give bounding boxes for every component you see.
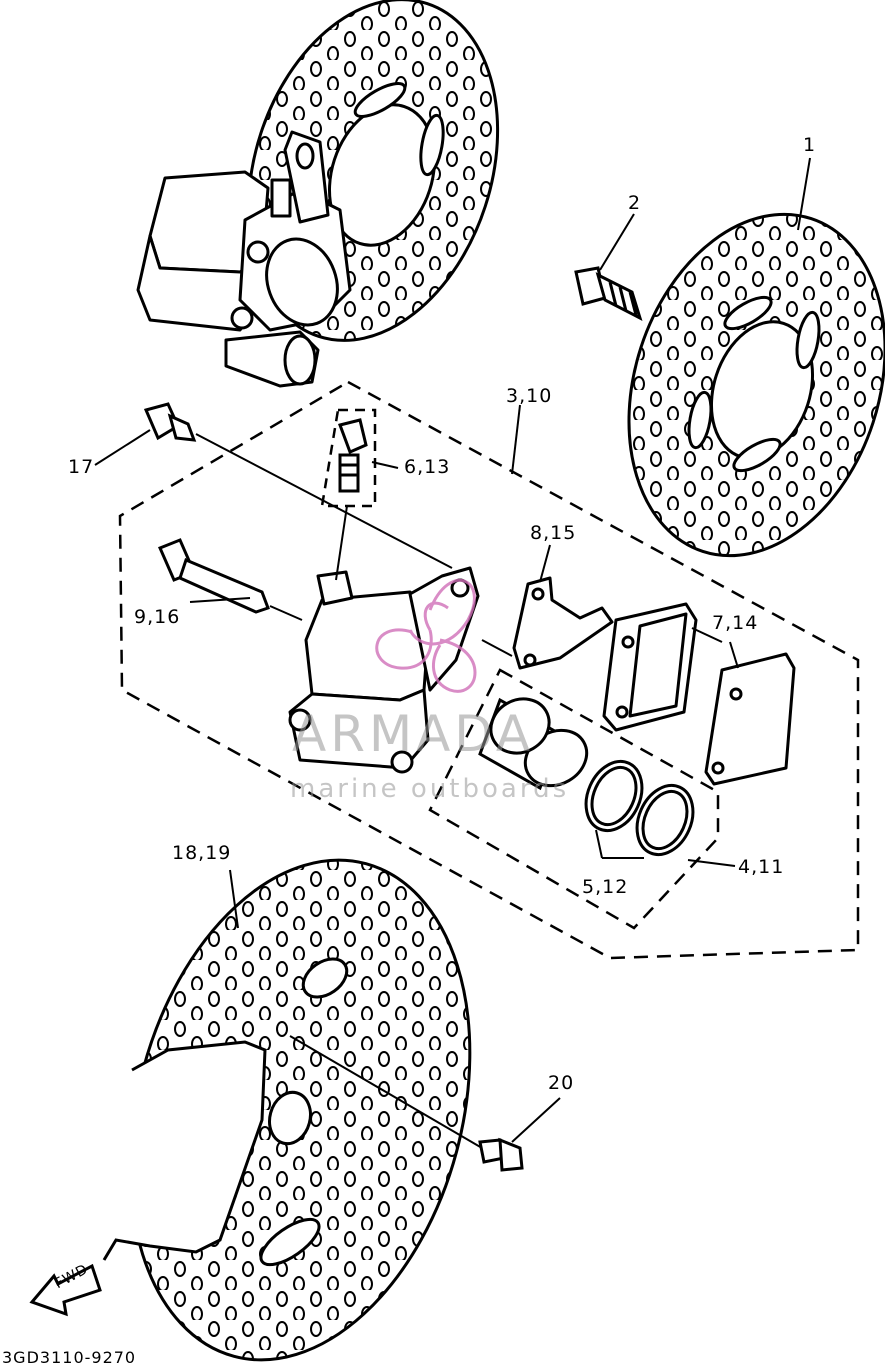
caliper-mounting-bolt bbox=[143, 402, 197, 442]
disc-protector bbox=[100, 858, 480, 1370]
callout-5-12: 5,12 bbox=[582, 876, 629, 898]
caliper-body bbox=[288, 566, 480, 774]
caliper-piston bbox=[478, 697, 589, 791]
callout-4-11: 4,11 bbox=[738, 856, 785, 878]
callout-9-16: 9,16 bbox=[134, 606, 181, 628]
callout-3-10: 3,10 bbox=[506, 385, 553, 407]
fwd-arrow bbox=[29, 1263, 102, 1317]
pad-spring bbox=[512, 576, 614, 670]
callout-8-15: 8,15 bbox=[530, 522, 577, 544]
callout-20: 20 bbox=[548, 1072, 575, 1094]
assembled-caliper bbox=[136, 130, 352, 388]
bleed-screw bbox=[338, 418, 368, 493]
watermark-logo bbox=[375, 579, 477, 693]
leader-lines bbox=[94, 157, 811, 1149]
diagram-code: 3GD3110-9270 bbox=[2, 1348, 137, 1367]
brake-disc bbox=[620, 200, 885, 560]
watermark-subtitle: marine outboards bbox=[290, 774, 570, 804]
callout-1: 1 bbox=[803, 134, 817, 156]
piston-seals bbox=[584, 759, 695, 857]
bleed-screw-group-box bbox=[320, 408, 377, 508]
callout-17: 17 bbox=[68, 456, 95, 478]
callout-7-14: 7,14 bbox=[712, 612, 759, 634]
caliper-assembly-group-box bbox=[118, 380, 860, 960]
watermark-title: ARMADA bbox=[292, 705, 535, 763]
callout-18-19: 18,19 bbox=[172, 842, 232, 864]
disc-bolt bbox=[574, 266, 643, 321]
piston-seal-group-box bbox=[428, 668, 720, 930]
callout-2: 2 bbox=[628, 192, 642, 214]
callout-6-13: 6,13 bbox=[404, 456, 451, 478]
protector-bolt bbox=[478, 1137, 524, 1172]
brake-pads bbox=[602, 602, 796, 786]
